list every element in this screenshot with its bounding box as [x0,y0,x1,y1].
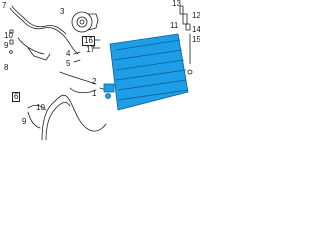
line-hook-lower [27,111,41,129]
seal-icon [187,69,193,75]
callout-16: 16 [82,36,95,46]
callout-3: 3 [60,7,65,16]
bolt-icon [9,50,13,54]
callout-9a: 9 [4,41,9,50]
desiccant-bag-icon [182,13,188,25]
fitting-icon [9,39,14,45]
parts-diagram: 7 10 9 8 3 4 5 16 17 2 1 13 11 12 14 15 … [0,0,200,147]
callout-10a: 10 [4,31,13,40]
callout-1: 1 [92,89,97,98]
callout-11: 11 [170,21,179,30]
callout-17: 17 [86,45,95,54]
callout-10b: 10 [36,103,45,112]
upper-refrigerant-line-inner [11,5,67,35]
compressor-icon [71,11,99,33]
callout-12: 12 [192,11,200,20]
callout-13: 13 [172,0,181,8]
lower-refrigerant-line-inner [45,102,71,141]
condenser-icon [103,33,189,111]
lower-refrigerant-line [41,94,107,141]
long-line-upper [59,71,97,85]
receiver-plug-icon [185,23,191,31]
line-loop-left [17,37,45,55]
callout-7: 7 [2,1,7,10]
o-ring-icon [9,29,14,34]
line-to-condenser [69,87,97,94]
callout-4: 4 [66,49,71,58]
callout-15: 15 [192,35,200,44]
callout-5: 5 [66,59,71,68]
callout-14: 14 [192,25,200,34]
upper-refrigerant-line [9,7,79,55]
bolt-icon-upper [73,51,81,55]
receiver-bracket-icon [179,5,184,15]
callout-2: 2 [92,77,97,86]
line-loop-lower [27,104,47,111]
stud-icon [73,59,81,63]
callout-9b: 9 [22,117,27,126]
callout-8: 8 [4,63,9,72]
line-bracket-left [27,47,51,61]
callout-6: 6 [12,92,21,102]
diagram-artwork [9,5,193,141]
